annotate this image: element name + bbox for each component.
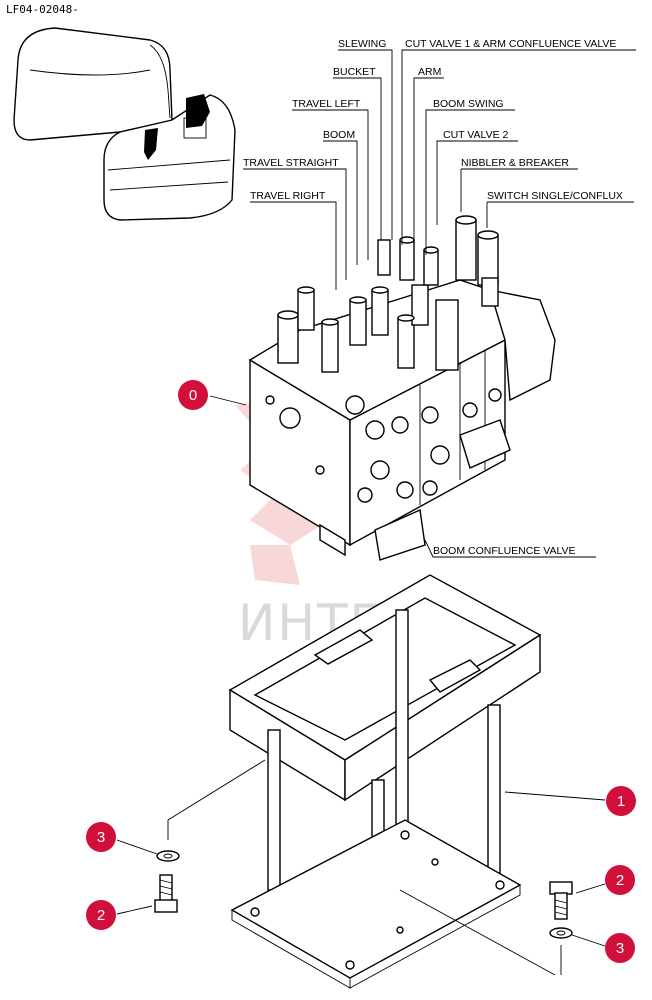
label-arm: ARM	[418, 66, 441, 78]
reference-code: LF04-02048-	[6, 3, 79, 16]
label-bucket: BUCKET	[333, 66, 376, 78]
callout-control-valve: 0	[178, 380, 208, 410]
washer-left	[156, 850, 180, 862]
label-switch-single-conflux: SWITCH SINGLE/CONFLUX	[487, 190, 623, 202]
svg-text:3: 3	[97, 829, 105, 846]
label-boom-confluence-valve: BOOM CONFLUENCE VALVE	[433, 545, 576, 557]
control-valve-assembly	[248, 215, 556, 561]
label-slewing: SLEWING	[338, 38, 386, 50]
label-nibbler-breaker: NIBBLER & BREAKER	[461, 157, 569, 169]
callouts: 0 1 2 2 3 3	[86, 380, 636, 963]
label-travel-straight: TRAVEL STRAIGHT	[243, 157, 339, 169]
washer-right	[549, 927, 573, 939]
label-cut-valve-1-arm-confluence: CUT VALVE 1 & ARM CONFLUENCE VALVE	[405, 38, 616, 50]
label-travel-left: TRAVEL LEFT	[292, 98, 361, 110]
label-cut-valve-2: CUT VALVE 2	[443, 129, 509, 141]
callout-washer-right: 3	[605, 933, 635, 963]
svg-text:0: 0	[189, 387, 197, 404]
bolt-left	[154, 874, 178, 913]
valve-labels: SLEWING CUT VALVE 1 & ARM CONFLUENCE VAL…	[243, 38, 623, 557]
mounting-bracket	[228, 574, 542, 989]
svg-text:1: 1	[617, 793, 625, 810]
callout-washer-left: 3	[86, 822, 116, 852]
svg-text:3: 3	[616, 940, 624, 957]
svg-text:2: 2	[616, 872, 624, 889]
callout-bracket: 1	[606, 786, 636, 816]
svg-text:2: 2	[97, 907, 105, 924]
callout-bolt-right: 2	[605, 865, 635, 895]
bolt-right	[549, 881, 573, 920]
label-leader-lines	[243, 49, 636, 558]
machine-cab-illustration	[13, 27, 236, 221]
label-travel-right: TRAVEL RIGHT	[250, 190, 326, 202]
label-boom-swing: BOOM SWING	[433, 98, 504, 110]
fasteners	[154, 759, 573, 976]
callout-bolt-left: 2	[86, 900, 116, 930]
label-boom: BOOM	[323, 129, 355, 141]
